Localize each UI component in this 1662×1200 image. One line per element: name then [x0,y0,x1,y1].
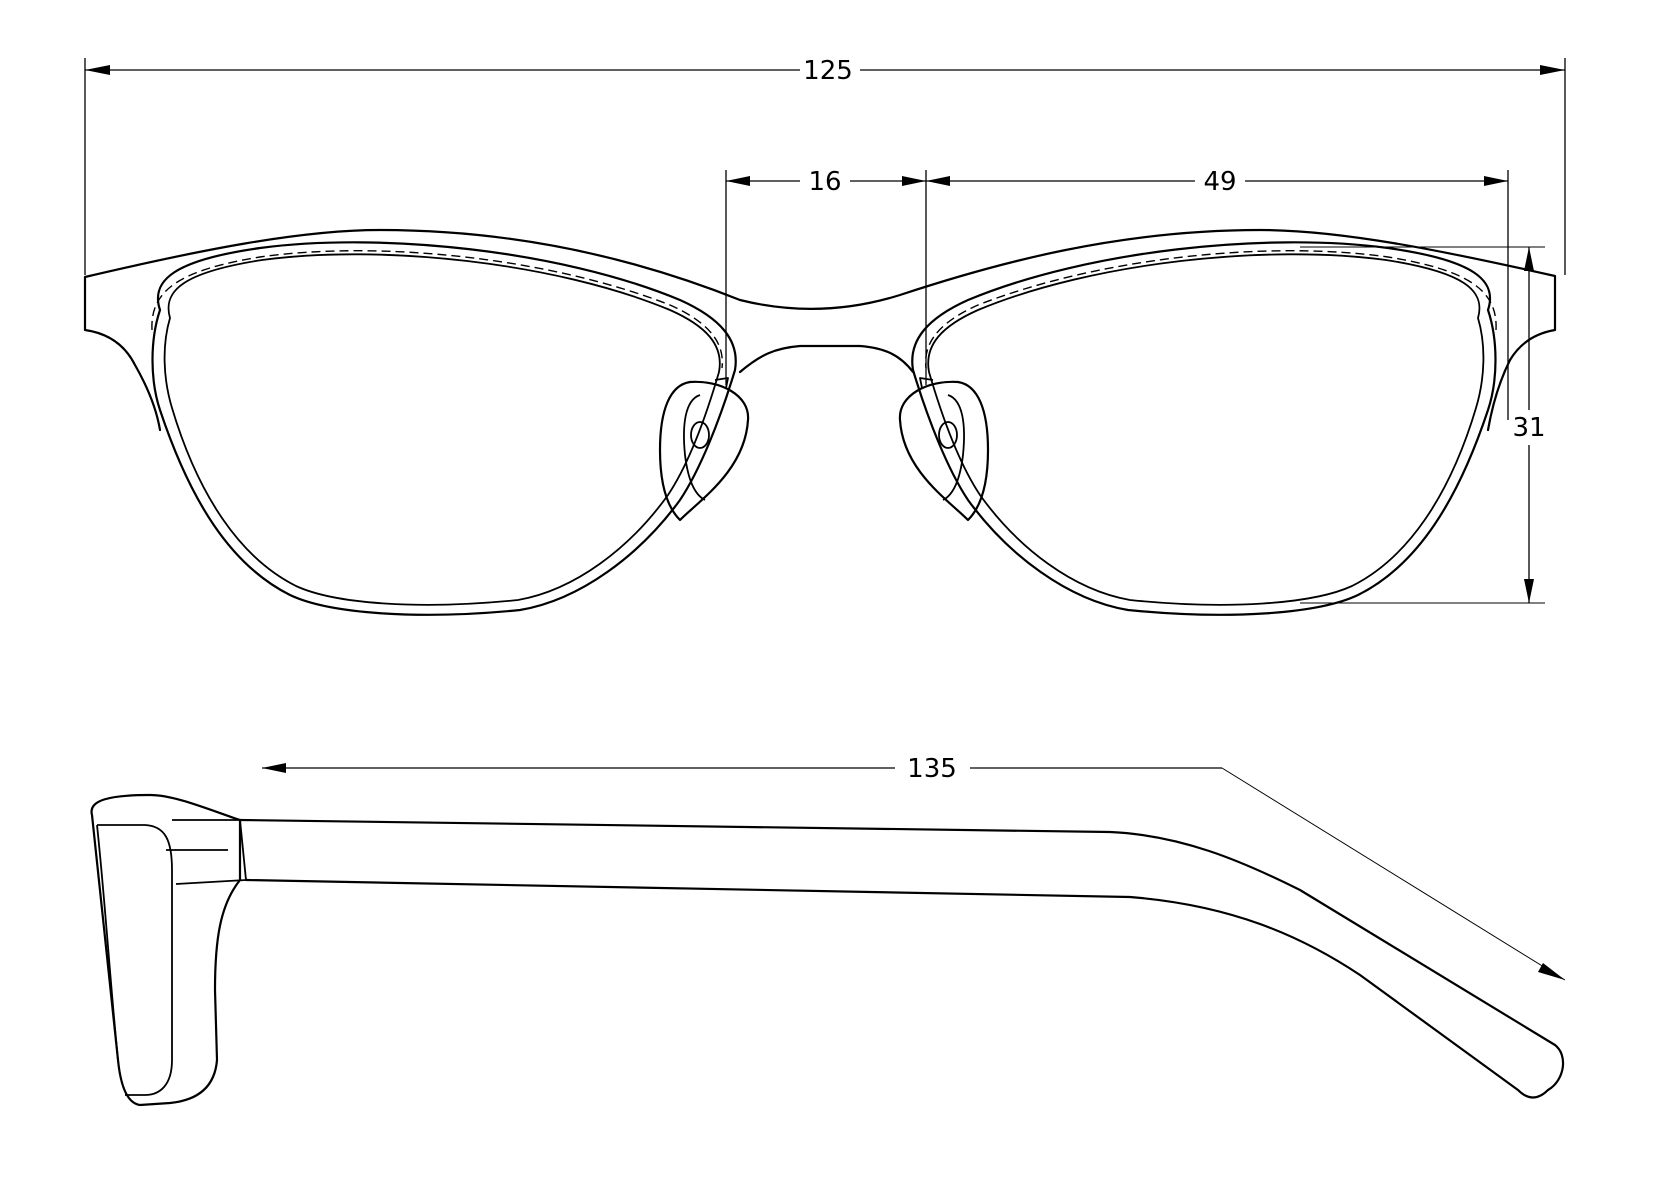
right-lens [927,253,1485,606]
right-rim-outer [911,241,1497,616]
temple-arm [238,818,1565,1099]
front-view [83,228,1557,616]
frame-side-profile [90,793,242,1107]
left-nose-pad [658,377,750,522]
side-view [90,793,1565,1107]
bridge [738,344,915,374]
lens-width-label: 49 [1203,167,1236,197]
dimension-total-width: 125 [84,56,1566,275]
right-nose-pad [898,377,990,522]
dimension-lens-height: 31 [1300,246,1546,604]
left-rim-outer [151,241,737,616]
total-width-label: 125 [803,56,853,86]
left-rim-groove [151,250,723,369]
lens-height-label: 31 [1512,413,1545,443]
dimension-lens-width: 49 [926,167,1509,420]
right-rim-groove [925,250,1497,369]
dimension-temple-length: 135 [262,754,1566,981]
bridge-width-label: 16 [808,167,841,197]
temple-length-label: 135 [907,754,957,784]
left-lens [163,253,721,606]
dimension-bridge-width: 16 [725,167,927,385]
frame-front-outline [83,228,1557,432]
